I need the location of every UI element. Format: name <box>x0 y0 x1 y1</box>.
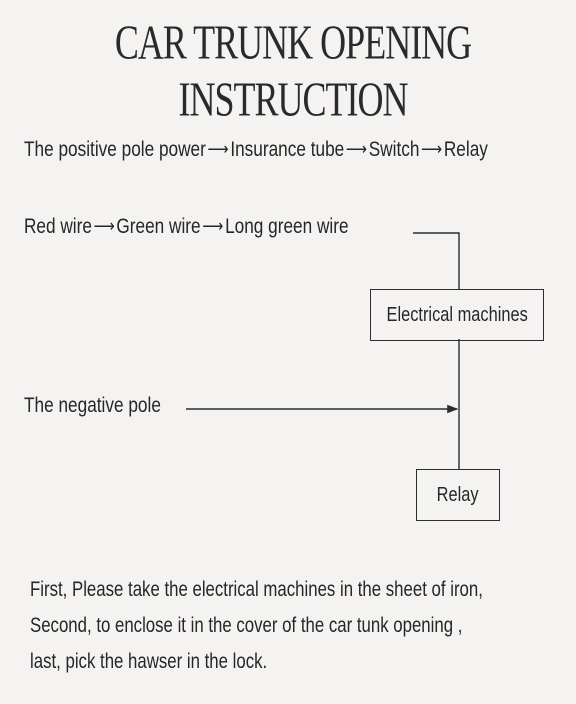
arrow-right-icon: ⟶ <box>345 139 368 159</box>
wire-to-electrical-machines <box>413 232 460 289</box>
relay-box: Relay <box>416 469 500 521</box>
instruction-line-1: First, Please take the electrical machin… <box>30 578 483 601</box>
document-title: CAR TRUNK OPENING INSTRUCTION <box>114 15 472 127</box>
instruction-line-3: last, pick the hawser in the lock. <box>30 650 268 673</box>
power-flow-line: The positive pole power⟶Insurance tube⟶S… <box>24 138 488 162</box>
wire-flow-line: Red wire⟶Green wire⟶Long green wire <box>24 215 349 239</box>
arrow-right-icon: ⟶ <box>421 139 443 159</box>
flow-switch: Switch <box>368 138 420 161</box>
electrical-machines-label: Electrical machines <box>386 303 528 326</box>
negative-pole-label: The negative pole <box>24 394 161 417</box>
arrow-right-icon: ⟶ <box>93 216 115 236</box>
arrow-right-icon: ⟶ <box>207 139 229 159</box>
flow-green-wire: Green wire <box>116 215 201 238</box>
instruction-line-2: Second, to enclose it in the cover of th… <box>30 614 463 637</box>
flow-long-green-wire: Long green wire <box>225 215 349 238</box>
flow-insurance-tube: Insurance tube <box>230 138 345 161</box>
electrical-machines-box: Electrical machines <box>370 289 544 341</box>
flow-positive-pole: The positive pole power <box>24 138 206 161</box>
flow-relay: Relay <box>443 138 488 161</box>
arrow-right-icon: ⟶ <box>202 216 224 236</box>
relay-box-label: Relay <box>437 483 479 506</box>
flow-red-wire: Red wire <box>24 215 92 238</box>
